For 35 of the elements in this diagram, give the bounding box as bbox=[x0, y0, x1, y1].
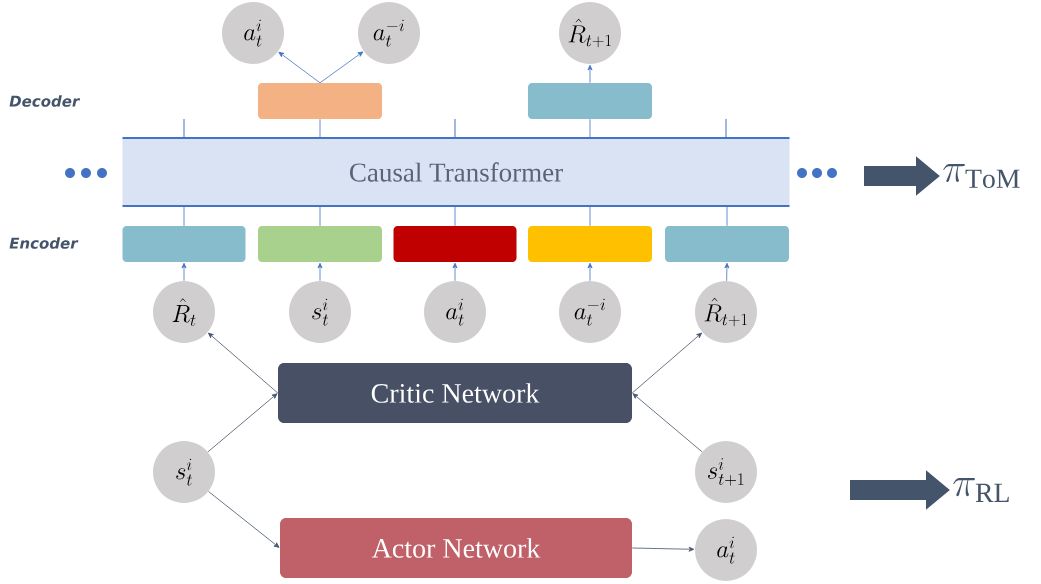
arrow bbox=[724, 262, 730, 282]
arrow bbox=[278, 51, 321, 84]
arrow bbox=[632, 393, 703, 453]
arrow bbox=[587, 262, 593, 282]
connector-line bbox=[319, 118, 321, 139]
arrow bbox=[208, 332, 279, 394]
transformer-band: Causal Transformer bbox=[121, 137, 791, 207]
policy-symbol: $\pi_{\mathrm{RL}}$ bbox=[953, 478, 1009, 502]
arrow bbox=[207, 393, 278, 453]
layer-box bbox=[393, 226, 517, 262]
arrow bbox=[631, 332, 703, 394]
layer-box bbox=[528, 83, 652, 119]
layer-box bbox=[528, 226, 652, 262]
connector-line bbox=[454, 205, 456, 227]
layer-box bbox=[122, 226, 246, 262]
layer-box bbox=[258, 226, 382, 262]
arrow bbox=[587, 64, 593, 84]
network-box: Critic Network bbox=[278, 363, 632, 423]
connector-line bbox=[726, 205, 728, 227]
arrow bbox=[317, 262, 323, 282]
arrow bbox=[319, 51, 364, 84]
arrow bbox=[452, 262, 458, 282]
connector-line bbox=[589, 205, 591, 227]
row-label: Decoder bbox=[9, 95, 81, 107]
layer-box bbox=[665, 226, 789, 262]
network-box: Actor Network bbox=[280, 518, 632, 578]
connector-line bbox=[589, 118, 591, 139]
layer-box bbox=[258, 83, 382, 119]
arrow bbox=[208, 491, 280, 548]
arrow bbox=[181, 262, 187, 282]
policy-symbol: $\pi_{\mathrm{ToM}}$ bbox=[943, 163, 1020, 189]
row-label: Encoder bbox=[9, 237, 79, 249]
connector-line bbox=[319, 205, 321, 227]
arrow bbox=[631, 546, 695, 552]
connector-line bbox=[183, 205, 185, 227]
